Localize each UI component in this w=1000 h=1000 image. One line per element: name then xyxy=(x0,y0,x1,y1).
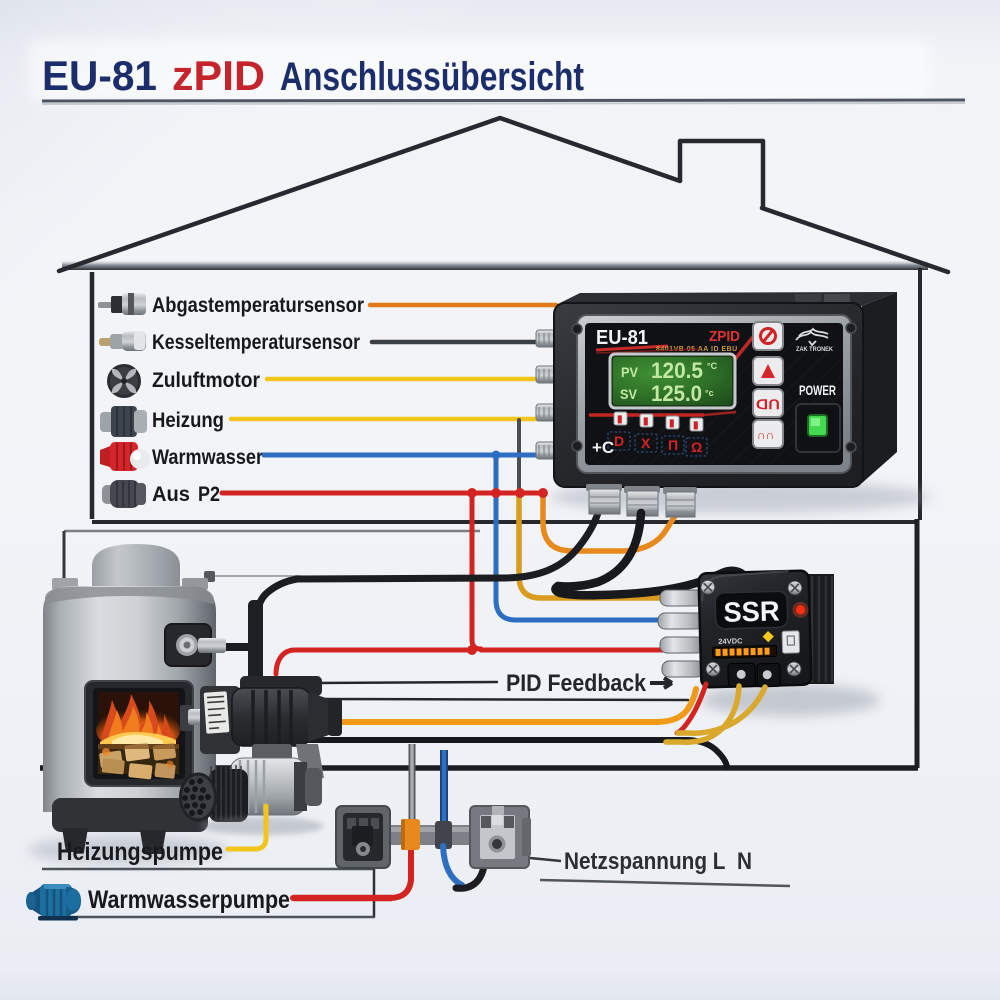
svg-text:∩∩: ∩∩ xyxy=(757,428,774,442)
svg-text:ZPID: ZPID xyxy=(709,328,740,345)
svg-text:P2: P2 xyxy=(198,483,220,506)
svg-text:ᗡᑎ: ᗡᑎ xyxy=(756,397,780,412)
svg-text:Warmwasserpumpe: Warmwasserpumpe xyxy=(88,886,290,914)
svg-text:SSR: SSR xyxy=(723,595,780,627)
svg-text:Zuluftmotor: Zuluftmotor xyxy=(152,369,260,392)
svg-text:▮: ▮ xyxy=(617,414,623,425)
svg-text:EU-81: EU-81 xyxy=(596,327,648,349)
svg-text:Π: Π xyxy=(668,437,678,453)
svg-text:Netzspannung L N: Netzspannung L N xyxy=(564,848,752,875)
svg-text:Heizung: Heizung xyxy=(152,409,224,432)
svg-text:Ω: Ω xyxy=(691,439,702,455)
svg-text:Warmwasser: Warmwasser xyxy=(152,446,263,469)
svg-text:D: D xyxy=(614,433,624,449)
svg-text:°c: °c xyxy=(705,388,714,398)
svg-text:▮: ▮ xyxy=(643,416,649,427)
svg-text:°C: °C xyxy=(707,361,718,371)
svg-text:PV: PV xyxy=(621,364,639,380)
svg-text:+C: +C xyxy=(592,438,614,457)
svg-text:125.0: 125.0 xyxy=(651,381,702,406)
svg-text:Abgastemperatursensor: Abgastemperatursensor xyxy=(152,294,364,317)
svg-text:POWER: POWER xyxy=(799,382,836,398)
svg-text:▮: ▮ xyxy=(693,420,699,431)
svg-text:SV: SV xyxy=(620,386,638,402)
svg-text:▮: ▮ xyxy=(669,418,675,429)
svg-text:Heizungspumpe: Heizungspumpe xyxy=(57,838,223,866)
svg-text:Kesseltemperatursensor: Kesseltemperatursensor xyxy=(152,331,360,354)
svg-text:PID Feedback: PID Feedback xyxy=(506,670,647,697)
svg-text:Aus: Aus xyxy=(152,483,190,506)
svg-text:24VDC: 24VDC xyxy=(718,636,743,646)
svg-text:ZAK TRONEK: ZAK TRONEK xyxy=(796,346,833,353)
svg-text:120.5: 120.5 xyxy=(651,358,703,383)
svg-text:X: X xyxy=(641,435,651,451)
